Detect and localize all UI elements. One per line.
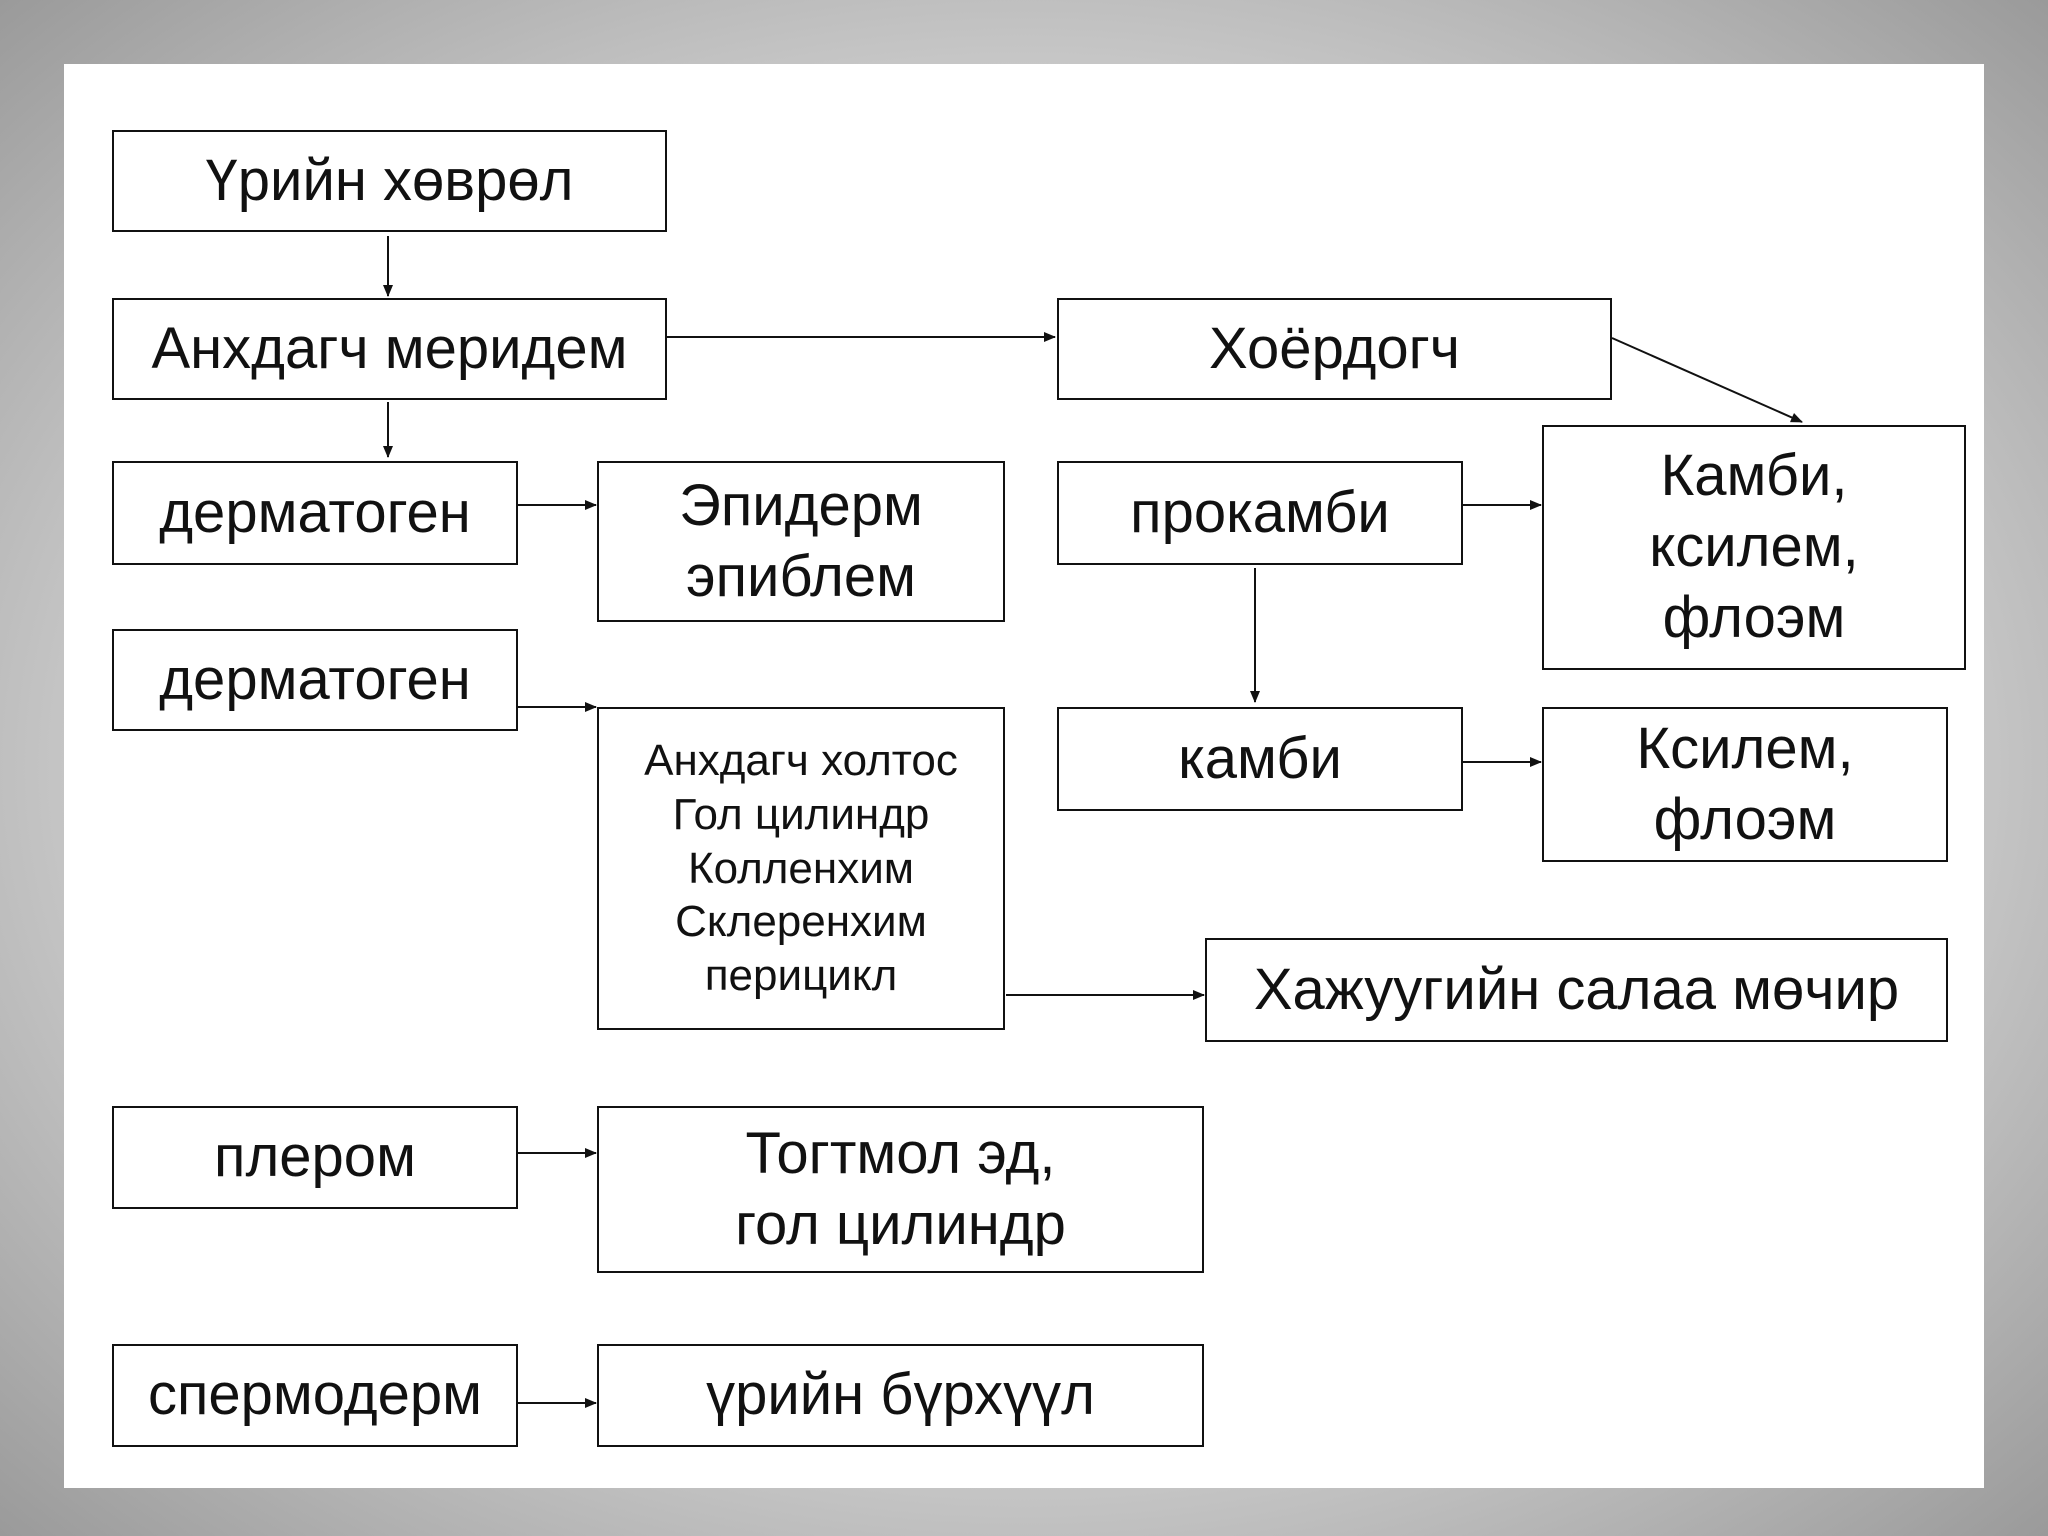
seed-coat-box: үрийн бүрхүүл xyxy=(597,1344,1204,1447)
secondary-box: Хоёрдогч xyxy=(1057,298,1612,400)
seed-embryo-box: Үрийн хөврөл xyxy=(112,130,667,232)
primary-tissue-list-box: Анхдагч холтос Гол цилиндр Колленхим Скл… xyxy=(597,707,1005,1030)
cambium-xylem-phloem-box: Камби, ксилем, флоэм xyxy=(1542,425,1966,670)
dermatogen-box-1: дерматоген xyxy=(112,461,518,565)
lateral-branch-root-box: Хажуугийн салаа мөчир xyxy=(1205,938,1948,1042)
procambium-box: прокамби xyxy=(1057,461,1463,565)
primary-meristem-box: Анхдагч меридем xyxy=(112,298,667,400)
epiderm-epiblem-box: Эпидерм эпиблем xyxy=(597,461,1005,622)
xylem-phloem-box: Ксилем, флоэм xyxy=(1542,707,1948,862)
permanent-tissue-box: Тогтмол эд, гол цилиндр xyxy=(597,1106,1204,1273)
cambium-box: камби xyxy=(1057,707,1463,811)
spermoderm-box: спермодерм xyxy=(112,1344,518,1447)
arrow-secondary-to-cambium-xylem-phloem xyxy=(1611,337,1803,423)
dermatogen-box-2: дерматоген xyxy=(112,629,518,731)
plerome-box: плером xyxy=(112,1106,518,1209)
